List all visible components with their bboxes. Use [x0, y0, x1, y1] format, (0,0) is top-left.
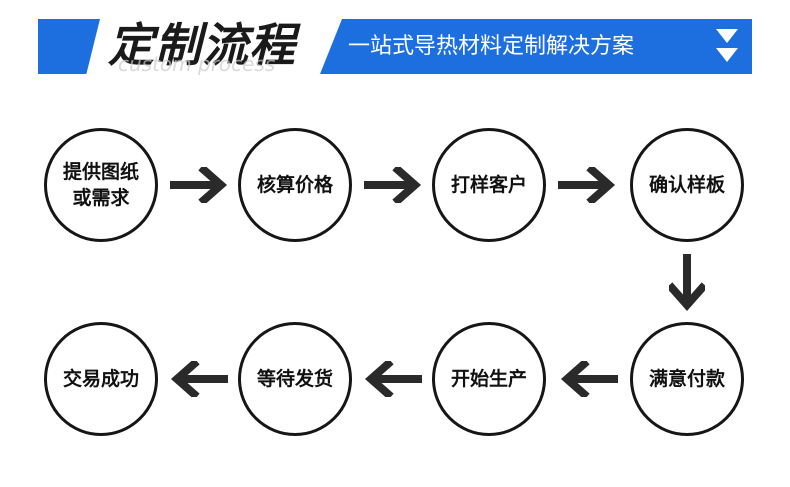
step-5-satisfied-payment: 满意付款	[630, 322, 744, 436]
step-5-label: 满意付款	[648, 368, 725, 390]
step-7-await-shipment: 等待发货	[238, 322, 352, 436]
arrow-down-icon	[669, 254, 705, 312]
double-chevron-down-icon	[716, 29, 738, 62]
header-watermark: custom process	[118, 52, 276, 76]
arrow-right-icon	[558, 167, 616, 203]
step-7-label: 等待发货	[256, 368, 333, 390]
step-8-label: 交易成功	[62, 368, 139, 390]
arrow-right-icon	[170, 167, 228, 203]
page-title: 定制流程	[108, 18, 296, 72]
step-4-label: 确认样板	[648, 174, 725, 196]
step-2-quote-price: 核算价格	[238, 128, 352, 242]
header-subtitle: 一站式导热材料定制解决方案	[348, 34, 635, 59]
step-1-label: 提供图纸 或需求	[62, 161, 139, 209]
arrow-right-icon	[364, 167, 422, 203]
arrow-left-icon	[560, 361, 618, 397]
arrow-left-icon	[364, 361, 422, 397]
header-subtitle-bar	[320, 19, 752, 74]
step-1-provide-drawings: 提供图纸 或需求	[44, 128, 158, 242]
arrow-left-icon	[170, 361, 228, 397]
step-3-label: 打样客户	[450, 174, 527, 196]
step-4-confirm-sample: 确认样板	[630, 128, 744, 242]
step-2-label: 核算价格	[256, 174, 333, 196]
step-6-label: 开始生产	[450, 368, 527, 390]
step-6-start-production: 开始生产	[432, 322, 546, 436]
step-8-transaction-complete: 交易成功	[44, 322, 158, 436]
header-accent-bar-left	[38, 19, 100, 74]
step-3-sample-for-customer: 打样客户	[432, 128, 546, 242]
